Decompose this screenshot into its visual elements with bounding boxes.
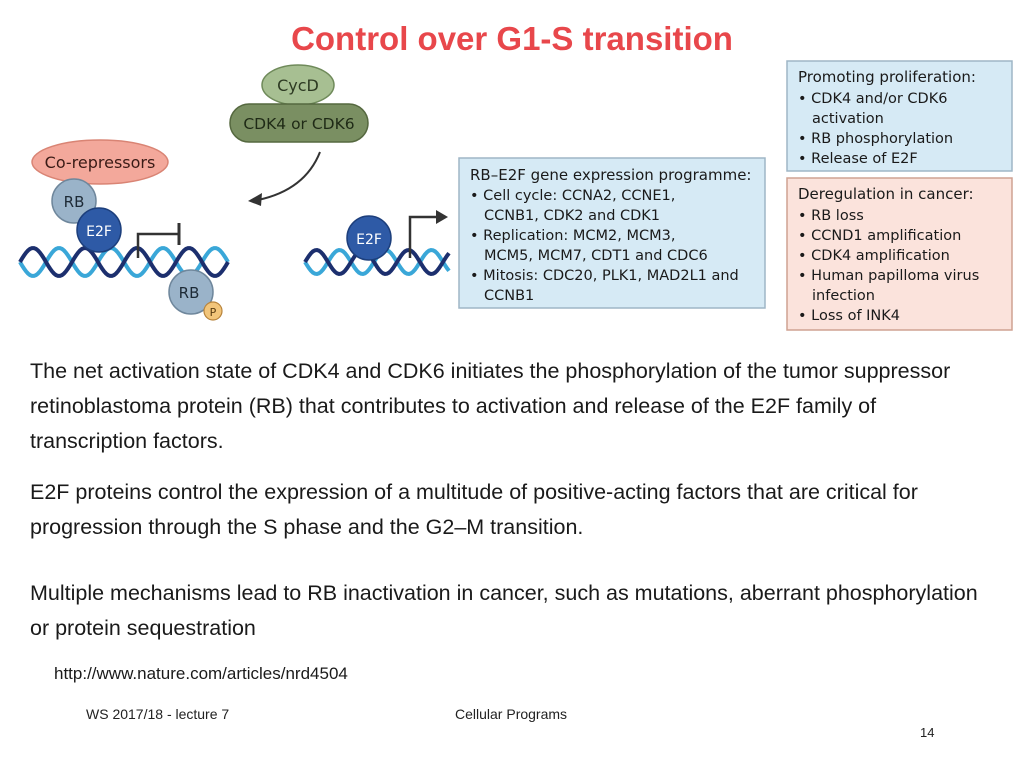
promoting-box [786,60,1013,172]
rb-label: RB [64,193,85,211]
deregulation-line: infection [812,288,875,304]
programme-line: CCNB1 [484,288,534,304]
rb-node [51,178,97,224]
promoting-line: • CDK4 and/or CDK6 [798,91,947,107]
curved-arrow-head [248,193,262,206]
dna-strand-navy-right [303,247,451,277]
e2f-node [76,207,122,253]
deregulation-title: Deregulation in cancer: [798,185,974,203]
phosphate-badge [203,301,223,321]
deregulation-line: • CDK4 amplification [798,248,950,264]
promoting-line: • RB phosphorylation [798,131,953,147]
deregulation-line: • Loss of INK4 [798,308,900,324]
rb-phosphorylated-label: RB [179,284,200,302]
paragraph-cdk-activation: The net activation state of CDK4 and CDK… [30,359,951,453]
curved-arrow [257,151,321,201]
programme-line: MCM5, MCM7, CDT1 and CDC6 [484,248,708,264]
corepressors-node [31,139,169,185]
promoting-list: • CDK4 and/or CDK6 activation • RB phosp… [798,91,953,167]
corepressors-label: Co-repressors [45,153,156,172]
programme-list: • Cell cycle: CCNA2, CCNE1, CCNB1, CDK2 … [470,188,739,304]
e2f-free-label: E2F [356,232,382,248]
page-number: 14 [920,725,935,740]
slide-title: Control over G1-S transition [291,20,733,57]
rb-phosphorylated-node [168,269,214,315]
promoter-arrow-head [436,210,448,224]
promoting-title: Promoting proliferation: [798,68,976,86]
dna-strand-navy [18,246,230,278]
promoting-line: activation [812,111,884,127]
cdk-node [229,103,369,143]
promoter-active [408,215,438,258]
programme-line: • Cell cycle: CCNA2, CCNE1, [470,188,675,204]
deregulation-line: • CCND1 amplification [798,228,961,244]
programme-line: • Replication: MCM2, MCM3, [470,228,675,244]
cycd-label: CycD [277,76,319,95]
deregulation-list: • RB loss • CCND1 amplification • CDK4 a… [798,208,979,324]
deregulation-line: • RB loss [798,208,864,224]
programme-box [458,157,766,309]
deregulation-line: • Human papilloma virus [798,268,979,284]
footer-lecture: WS 2017/18 - lecture 7 [86,706,230,722]
e2f-free-node [346,215,392,261]
phosphate-label: P [210,306,217,319]
promoting-line: • Release of E2F [798,151,918,167]
paragraph-e2f-proteins: E2F proteins control the expression of a… [30,480,918,539]
cdk-label: CDK4 or CDK6 [243,115,354,133]
g1s-diagram: CycD CDK4 or CDK6 Co-repressors RB E2F R… [18,60,1013,331]
programme-title: RB–E2F gene expression programme: [470,166,751,184]
footer-course: Cellular Programs [455,706,568,722]
deregulation-box [786,177,1013,331]
programme-line: • Mitosis: CDC20, PLK1, MAD2L1 and [470,268,739,284]
promoter-repressed [136,232,178,258]
e2f-label: E2F [86,224,112,240]
programme-line: CCNB1, CDK2 and CDK1 [484,208,660,224]
paragraph-rb-inactivation: Multiple mechanisms lead to RB inactivat… [30,581,978,640]
source-url[interactable]: http://www.nature.com/articles/nrd4504 [54,664,348,683]
